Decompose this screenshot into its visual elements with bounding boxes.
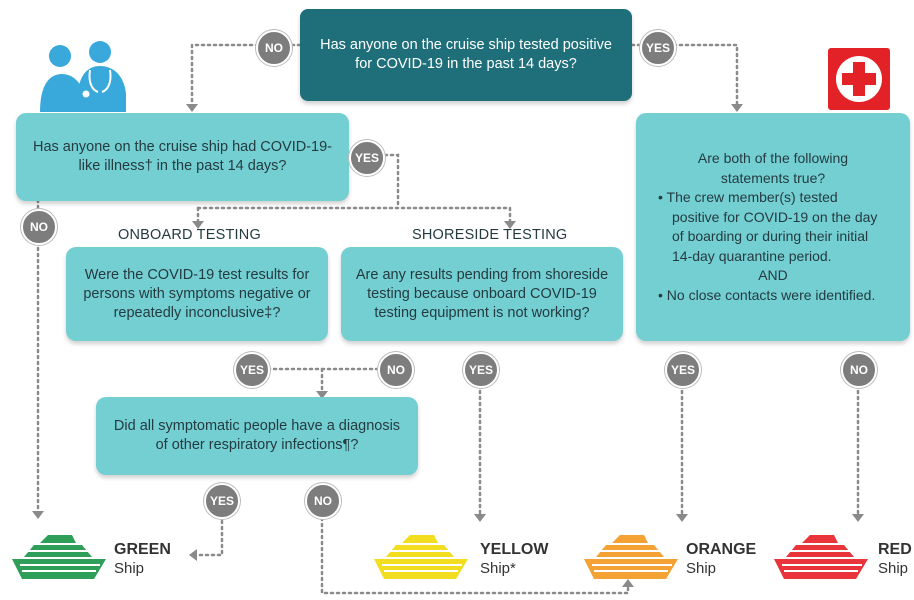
yellow-ship-label: YELLOW Ship* [480, 540, 548, 578]
yellow-ship-icon [374, 535, 468, 579]
badge-shoreside-yes: YES [463, 352, 499, 388]
orange-ship-name: ORANGE [686, 541, 757, 558]
question-tested-positive-text: Has anyone on the cruise ship tested pos… [320, 37, 612, 72]
question-respiratory-diagnosis: Did all symptomatic people have a diagno… [96, 397, 418, 475]
question-respiratory-diagnosis-text: Did all symptomatic people have a diagno… [113, 418, 401, 453]
shoreside-testing-heading: SHORESIDE TESTING [412, 227, 568, 243]
badge-illness-yes: YES [349, 140, 385, 176]
yellow-ship-sub: Ship* [480, 560, 516, 577]
yellow-ship-name: YELLOW [480, 541, 549, 558]
question-crew-statements: Are both of the following statements tru… [636, 113, 910, 341]
green-ship-label: GREEN Ship [114, 540, 171, 578]
badge-onboard-yes: YES [234, 352, 270, 388]
question-onboard-results-text: Were the COVID-19 test results for perso… [83, 266, 311, 321]
red-ship-icon [774, 535, 868, 579]
red-ship-label: RED Ship [878, 540, 912, 578]
question-crew-statements-text: Are both of the following statements tru… [658, 150, 878, 303]
badge-top-no: NO [256, 30, 292, 66]
badge-illness-no: NO [21, 209, 57, 245]
red-cross-icon [828, 48, 890, 110]
badge-diagnosis-yes: YES [204, 483, 240, 519]
orange-ship-icon [584, 535, 678, 579]
orange-ship-label: ORANGE Ship [686, 540, 756, 578]
question-shoreside-pending-text: Are any results pending from shoreside t… [355, 266, 609, 321]
question-covid-like-illness: Has anyone on the cruise ship had COVID-… [16, 113, 349, 201]
red-ship-name: RED [878, 541, 912, 558]
doctor-patient-icon [40, 41, 126, 112]
green-ship-icon [12, 535, 106, 579]
badge-top-yes: YES [640, 30, 676, 66]
badge-shoreside-no: NO [378, 352, 414, 388]
onboard-testing-heading: ONBOARD TESTING [118, 227, 261, 243]
badge-diagnosis-no: NO [305, 483, 341, 519]
green-ship-name: GREEN [114, 541, 171, 558]
question-covid-like-illness-text: Has anyone on the cruise ship had COVID-… [32, 139, 333, 174]
question-tested-positive: Has anyone on the cruise ship tested pos… [300, 9, 632, 101]
orange-ship-sub: Ship [686, 560, 717, 577]
green-ship-sub: Ship [114, 560, 145, 577]
badge-crew-no: NO [841, 352, 877, 388]
question-onboard-results: Were the COVID-19 test results for perso… [66, 247, 328, 341]
question-shoreside-pending: Are any results pending from shoreside t… [341, 247, 623, 341]
badge-crew-yes: YES [665, 352, 701, 388]
red-ship-sub: Ship [878, 560, 909, 577]
